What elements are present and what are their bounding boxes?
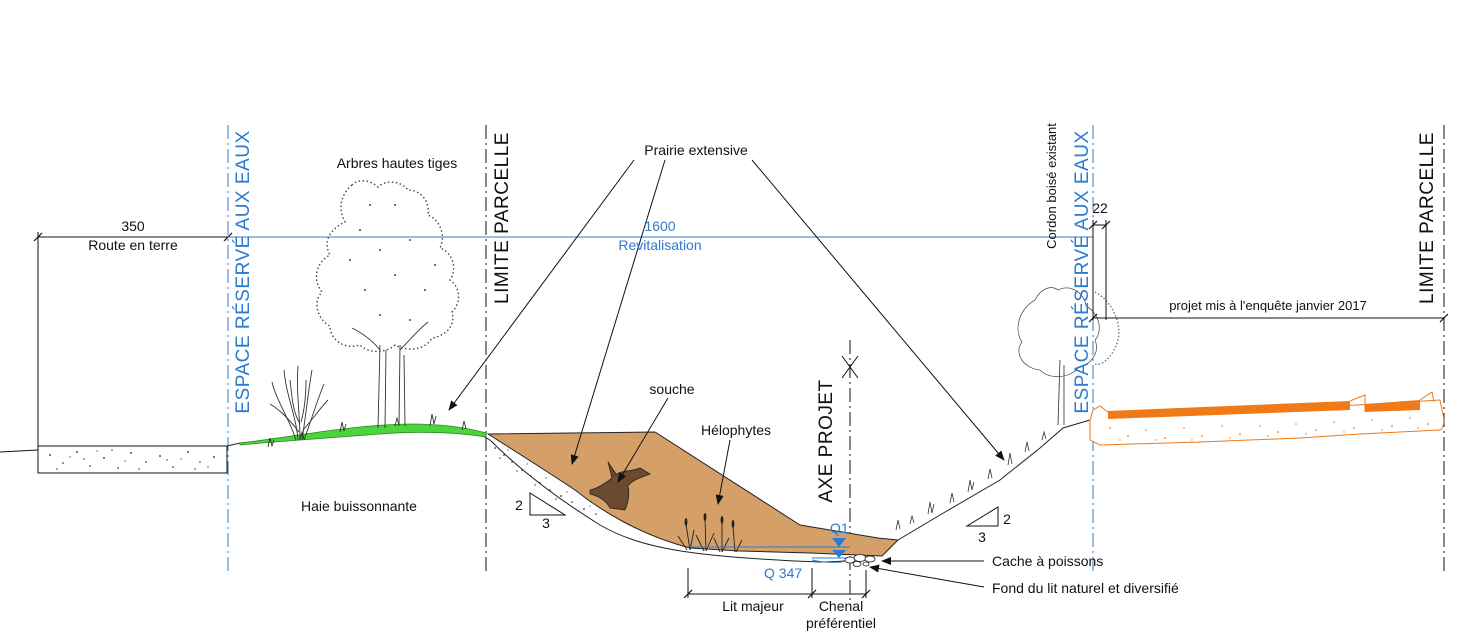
label-limite-left: LIMITE PARCELLE <box>492 132 513 304</box>
road-surface <box>0 445 228 474</box>
label-fond-lit: Fond du lit naturel et diversifié <box>992 580 1179 596</box>
souche-leader-arrow <box>617 397 669 483</box>
helophytes-leader-arrow <box>715 439 731 505</box>
label-espace-right: ESPACE RÉSERVÉ AUX EAUX <box>1072 130 1093 413</box>
label-q347: Q 347 <box>764 565 802 581</box>
q1-level-marker-icon <box>832 538 846 547</box>
label-helophytes: Hélophytes <box>701 422 771 438</box>
label-revitalisation: Revitalisation <box>618 237 701 253</box>
stump-illustration <box>589 461 651 511</box>
slope-left-run: 3 <box>542 515 550 531</box>
label-route: Route en terre <box>88 237 178 253</box>
tall-tree-illustration <box>315 180 460 429</box>
grass-tufts-right <box>895 430 1047 531</box>
slope-right-run: 3 <box>978 529 986 545</box>
label-lit-majeur: Lit majeur <box>722 598 784 614</box>
label-route-width: 350 <box>121 218 145 234</box>
channel-stones <box>844 554 876 567</box>
water-levels <box>690 538 850 563</box>
slope-left-rise: 2 <box>515 497 523 513</box>
slope-triangle-left <box>529 492 567 516</box>
dimension-lit-majeur <box>683 568 871 599</box>
axe-projet-cross-icon <box>841 355 859 379</box>
bush-illustration <box>269 365 329 441</box>
dimension-projet-2017 <box>1088 313 1449 323</box>
dimension-right-22 <box>1088 220 1111 320</box>
label-right-offset: 22 <box>1092 200 1108 216</box>
label-axe-projet: AXE PROJET <box>816 379 837 502</box>
label-souche: souche <box>649 381 694 397</box>
label-revitalisation-width: 1600 <box>644 218 675 234</box>
label-limite-right: LIMITE PARCELLE <box>1417 132 1438 304</box>
existing-tree-cordon <box>1017 287 1120 426</box>
label-haie: Haie buissonnante <box>301 498 417 514</box>
prairie-leader-arrows <box>448 159 1005 465</box>
slope-right-rise: 2 <box>1003 511 1011 527</box>
orange-road-project <box>1089 391 1445 446</box>
label-cordon-boise: Cordon boisé existant <box>1044 123 1059 249</box>
dimension-route <box>33 232 233 446</box>
label-chenal-2: préférentiel <box>806 615 876 631</box>
q347-level-marker-icon <box>832 550 846 558</box>
label-chenal: Chenal <box>819 598 863 614</box>
label-q1: Q1 <box>830 520 849 536</box>
meadow-green <box>239 423 487 446</box>
slope-triangle-right <box>965 506 999 527</box>
label-prairie: Prairie extensive <box>644 142 748 158</box>
grass-tufts-left <box>267 413 467 448</box>
label-cache-poissons: Cache à poissons <box>992 553 1103 569</box>
bank-gravel-left <box>494 447 597 515</box>
earth-fill <box>486 431 900 557</box>
label-espace-left: ESPACE RÉSERVÉ AUX EAUX <box>233 130 254 413</box>
label-projet-enquete: projet mis à l'enquête janvier 2017 <box>1169 298 1367 313</box>
helophyte-heads <box>684 513 735 528</box>
label-arbres: Arbres hautes tiges <box>337 155 458 171</box>
fond-leader-arrow <box>869 564 985 588</box>
